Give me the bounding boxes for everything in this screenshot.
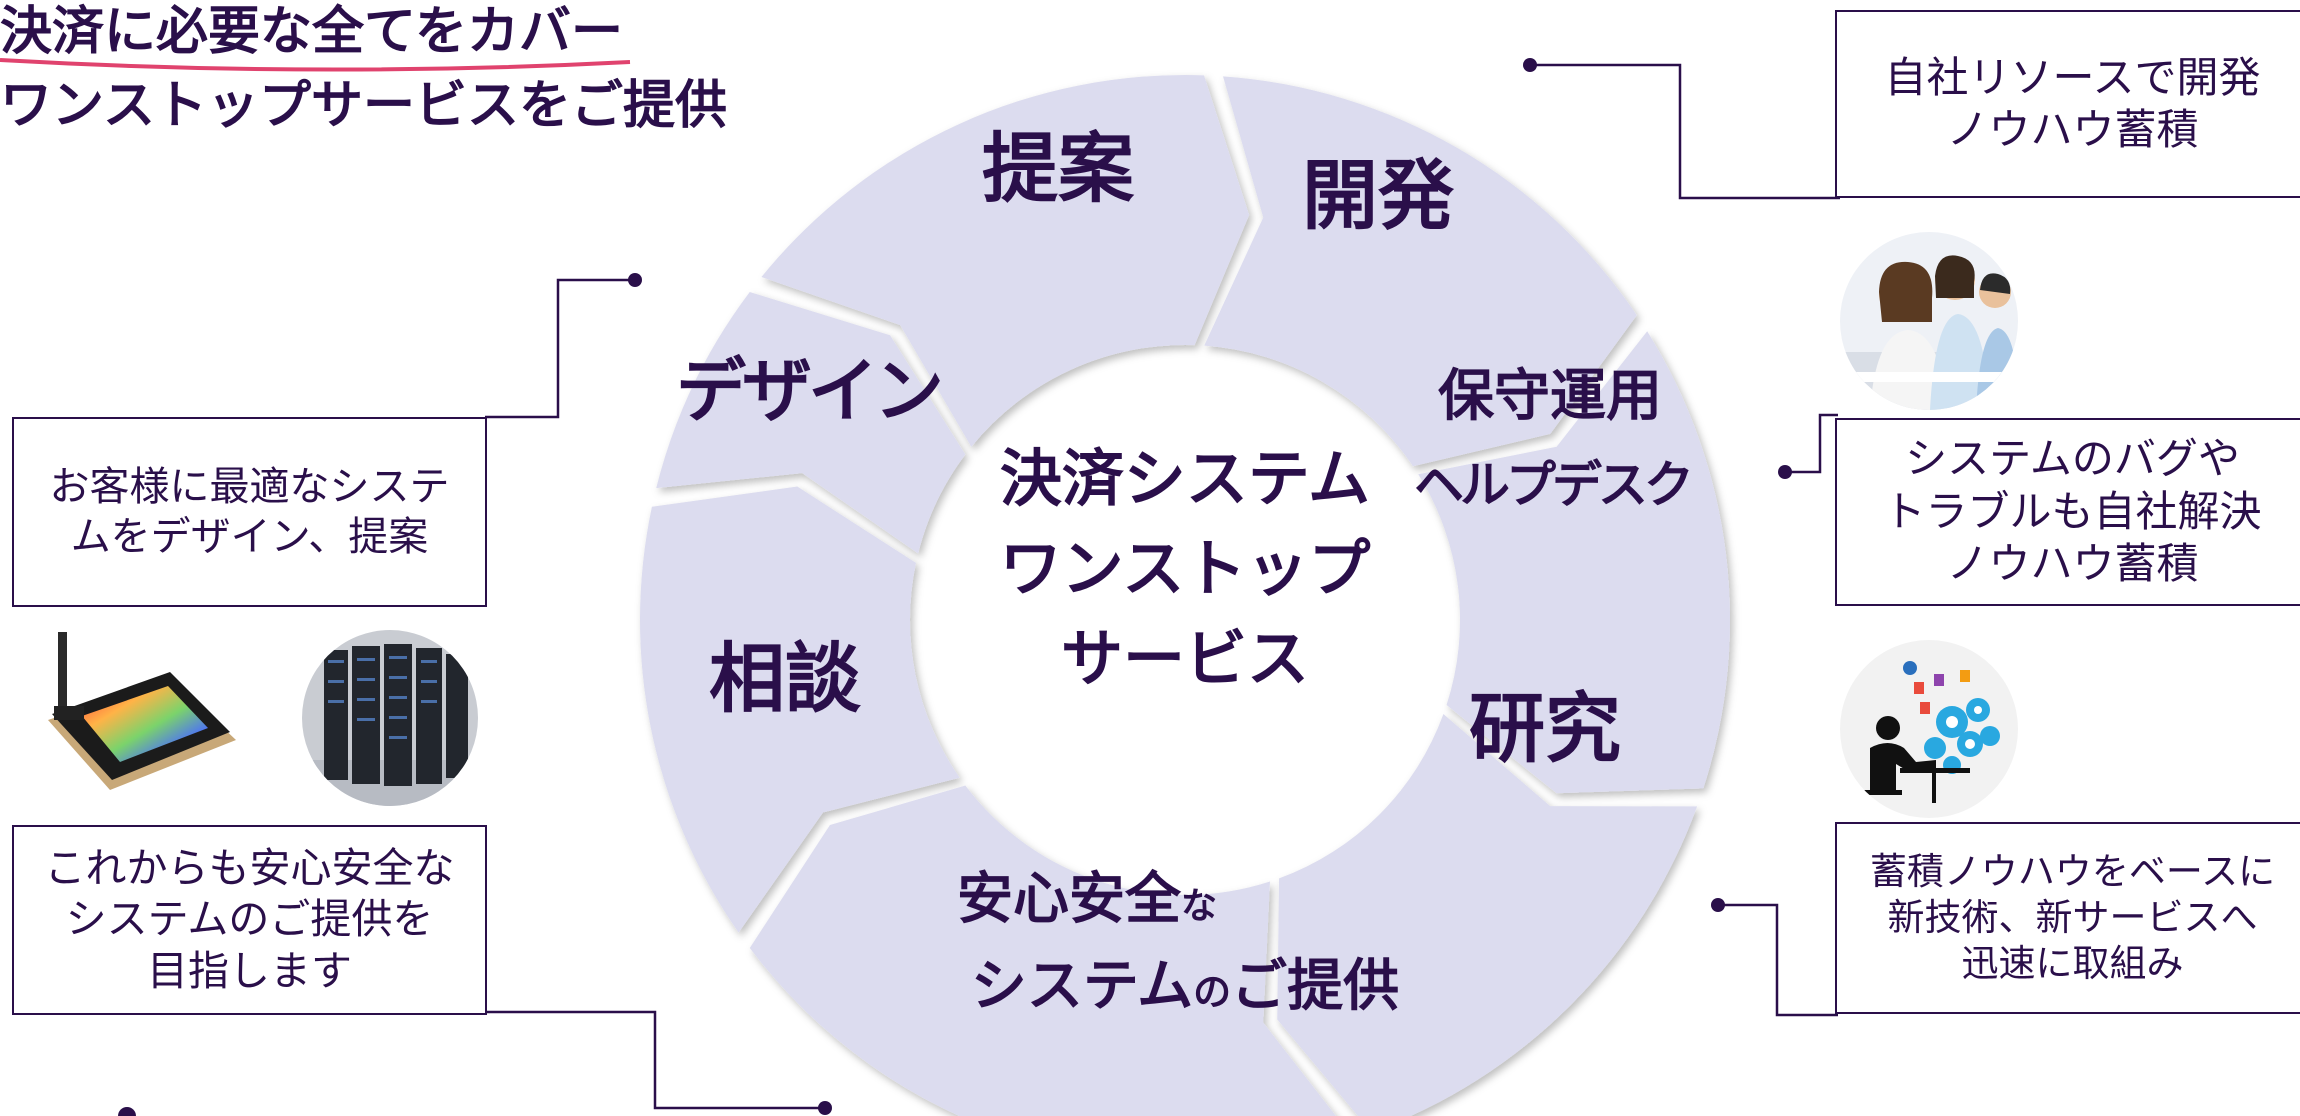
payment-terminal-icon <box>40 630 240 800</box>
cycle-segment-consultation <box>640 486 960 933</box>
segment-label-research: 研究 <box>1469 684 1621 773</box>
segment-label-development: 開発 <box>1302 151 1455 240</box>
connector-lines <box>485 63 1840 1110</box>
connector-maintenance <box>1785 413 1838 474</box>
innovation-gears-icon <box>1840 640 2018 818</box>
cycle-segment-proposal <box>761 74 1250 447</box>
server-rack-icon <box>302 630 478 806</box>
cycle-segment-maintenance <box>1418 331 1730 794</box>
callout-design: お客様に最適なシステ ムをデザイン、提案 <box>12 417 487 607</box>
segment-label-safe-system-line1: 安心安全な <box>957 867 1217 932</box>
connector-safety <box>485 1010 825 1110</box>
segment-label-design: デザイン <box>676 350 940 432</box>
call-center-photo-icon <box>1840 232 2018 410</box>
connector-dot-research <box>1711 898 1725 912</box>
callout-safety: これからも安心安全な システムのご提供を 目指します <box>12 825 487 1015</box>
callout-maintenance: システムのバグや トラブルも自社解決 ノウハウ蓄積 <box>1835 418 2300 606</box>
connector-dot-maintenance <box>1778 465 1792 479</box>
center-label-line3: サービス <box>1061 622 1309 695</box>
cycle-segment-development <box>1204 76 1637 467</box>
cycle-segment-safe-system <box>749 785 1337 1116</box>
segment-label-maintenance: 保守運用 <box>1438 364 1662 429</box>
center-label-line1: 決済システム <box>1000 442 1370 515</box>
segment-label-proposal: 提案 <box>982 124 1135 213</box>
cycle-segment-research <box>1277 714 1698 1116</box>
cycle-segment-design <box>656 292 966 554</box>
center-label-line2: ワンストップ <box>1000 532 1371 605</box>
connector-dot-design <box>628 273 642 287</box>
segment-sublabel-helpdesk: ヘルプデスク <box>1414 456 1690 514</box>
connector-dot-development <box>1523 58 1537 72</box>
connector-design <box>485 278 635 419</box>
headline-line-2: ワンストップサービスをご提供 <box>0 76 727 136</box>
connector-dot-safety <box>818 1101 832 1115</box>
segment-label-consultation: 相談 <box>709 634 861 723</box>
headline-underline <box>0 58 631 72</box>
connector-research <box>1718 903 1838 1017</box>
callout-research: 蓄積ノウハウをベースに 新技術、新サービスへ 迅速に取組み <box>1835 822 2300 1014</box>
callout-development: 自社リソースで開発 ノウハウ蓄積 <box>1835 10 2300 198</box>
connector-development <box>1530 63 1840 200</box>
connector-dot-bottom-left <box>118 1107 136 1116</box>
headline-line-1: 決済に必要な全てをカバー <box>0 2 623 62</box>
segment-label-safe-system-line2: システムのご提供 <box>971 954 1399 1019</box>
